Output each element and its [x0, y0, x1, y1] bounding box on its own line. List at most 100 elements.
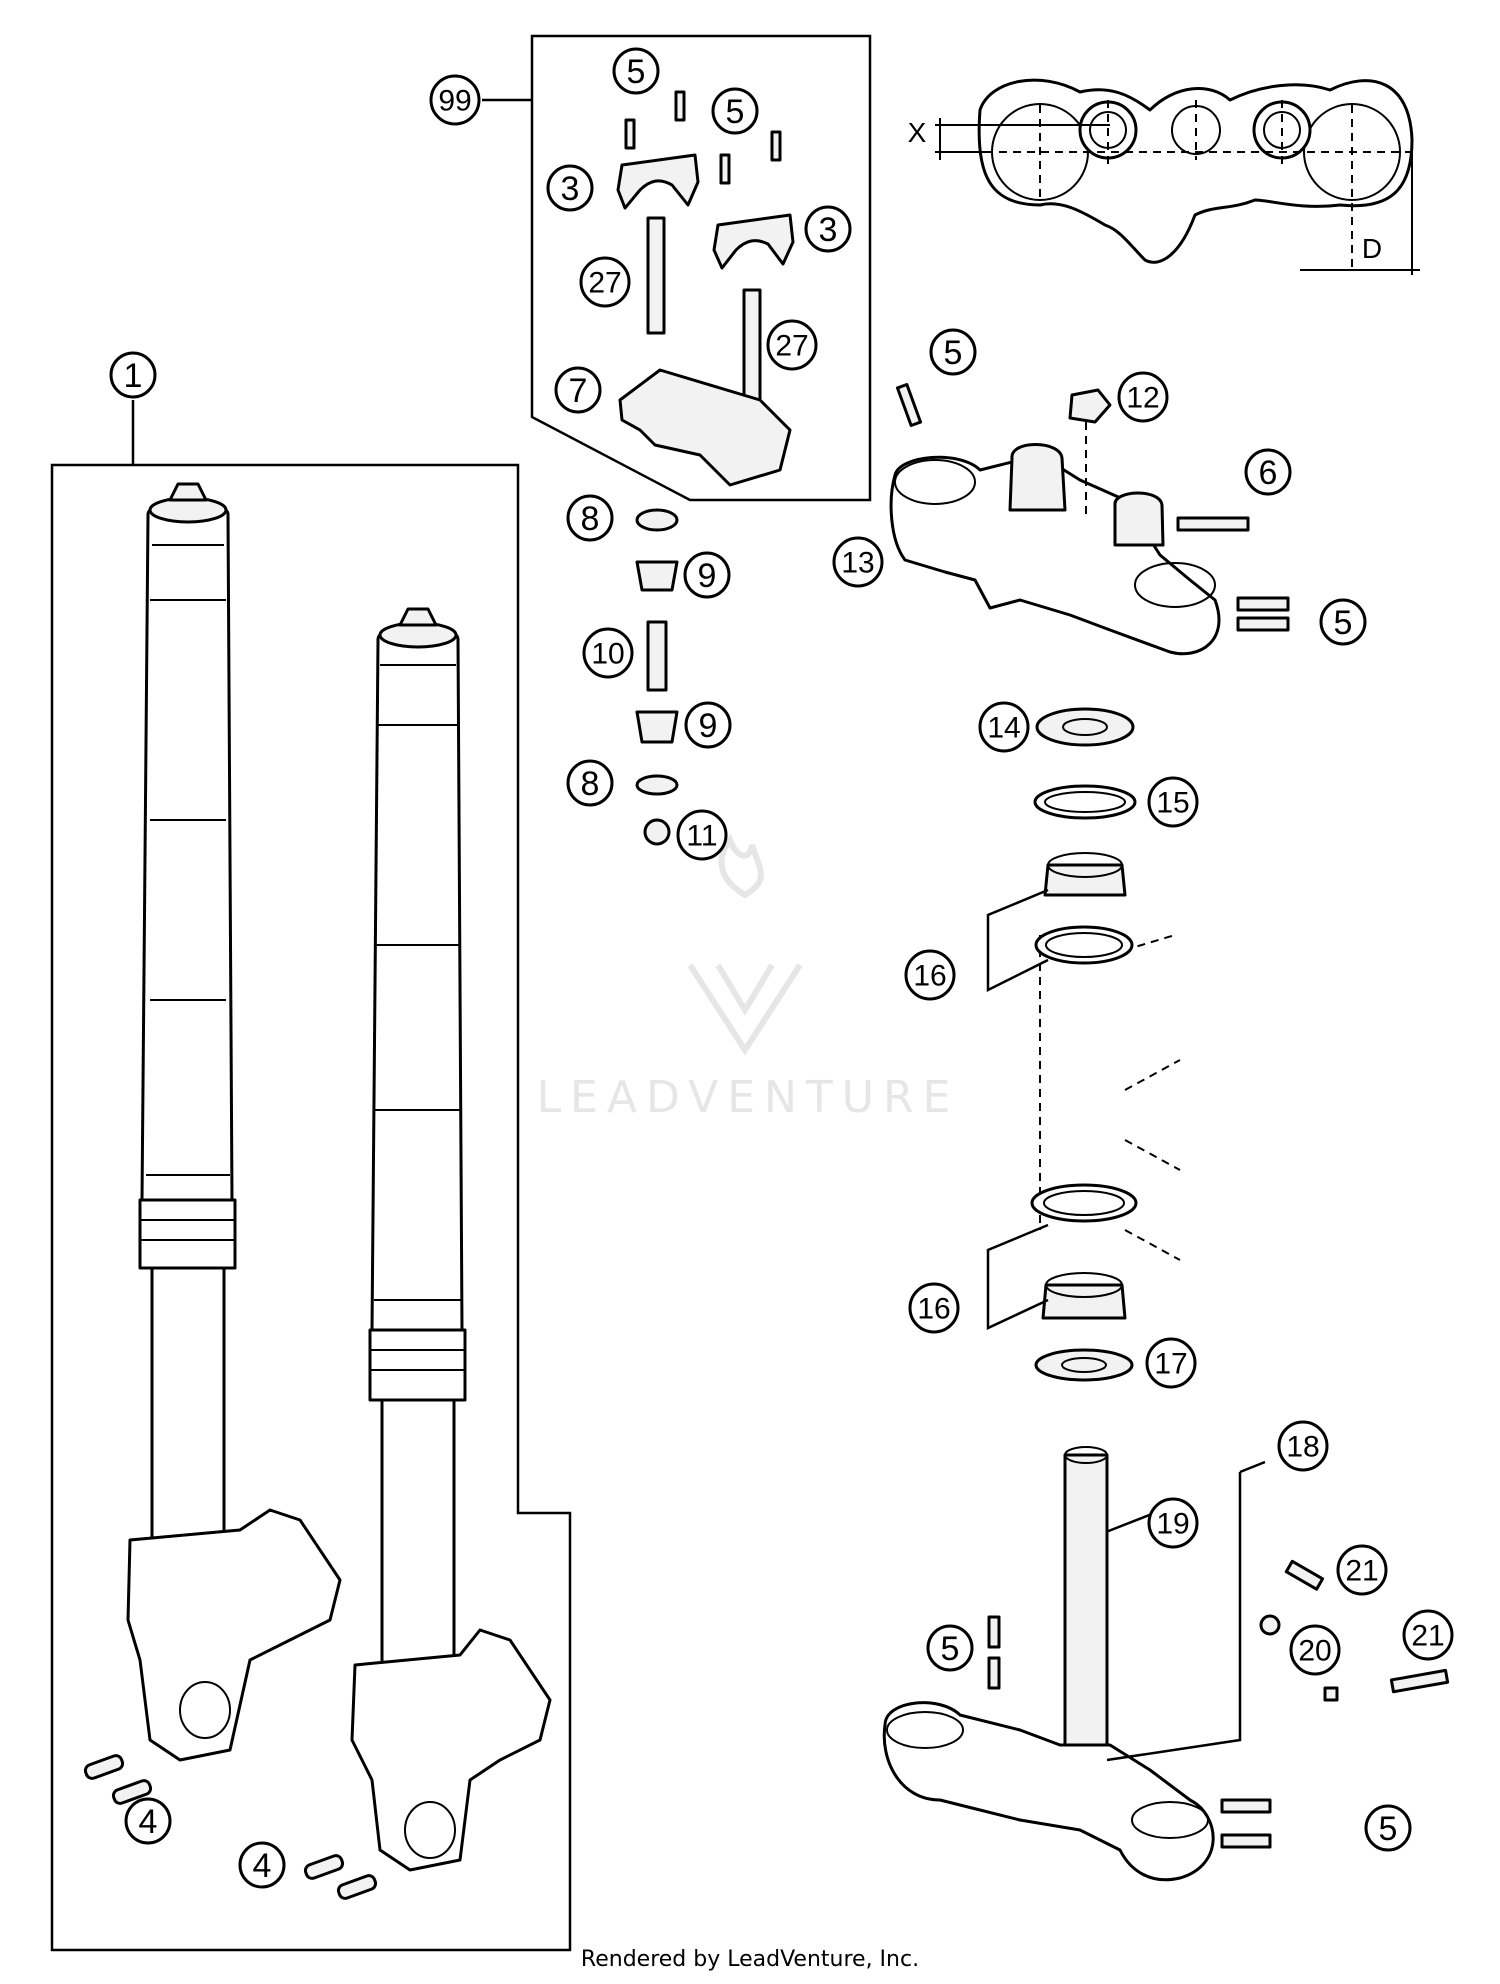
- callout-label: 17: [1154, 1348, 1187, 1381]
- callout-20: 20: [1289, 1624, 1341, 1676]
- callout-circle: [766, 319, 818, 371]
- callout-circle: [1117, 371, 1169, 423]
- top-clamp-dimension-drawing: X D: [908, 78, 1420, 275]
- callout-label: 6: [1259, 454, 1278, 492]
- callout-circle: [554, 366, 602, 414]
- callout-label: 5: [627, 53, 646, 91]
- callout-label: 5: [941, 1630, 960, 1668]
- callout-12: 12: [1117, 371, 1169, 423]
- callout-label: 99: [438, 85, 471, 118]
- callout-9: 9: [684, 701, 732, 749]
- callout-circle: [832, 536, 884, 588]
- callout-circle: [1244, 448, 1292, 496]
- callout-circle: [582, 627, 634, 679]
- callout-1: 1: [109, 351, 157, 399]
- callout-label: 19: [1156, 1508, 1189, 1541]
- callout-label: 3: [819, 211, 838, 249]
- callout-circle: [124, 1797, 172, 1845]
- steering-bearings: [986, 707, 1181, 1382]
- callout-3: 3: [546, 164, 594, 212]
- watermark-logo: [687, 833, 803, 1056]
- callout-3: 3: [804, 205, 852, 253]
- callout-label: 16: [913, 960, 946, 993]
- callout-circle: [904, 949, 956, 1001]
- callout-8: 8: [566, 759, 614, 807]
- callout-16: 16: [908, 1282, 960, 1334]
- callout-circle: [908, 1282, 960, 1334]
- callout-19: 19: [1147, 1497, 1199, 1549]
- callout-label: 5: [1334, 604, 1353, 642]
- callout-label: 15: [1156, 787, 1189, 820]
- callout-label: 21: [1345, 1555, 1378, 1588]
- watermark: LEADVENTURE: [537, 833, 960, 1123]
- callout-label: 11: [686, 820, 717, 853]
- callout-label: 9: [699, 707, 718, 745]
- callout-10: 10: [582, 627, 634, 679]
- callout-circle: [1147, 1497, 1199, 1549]
- callout-17: 17: [1145, 1337, 1197, 1389]
- callout-4: 4: [124, 1797, 172, 1845]
- callout-label: 9: [698, 557, 717, 595]
- callout-label: 5: [726, 93, 745, 131]
- callout-label: 4: [139, 1803, 158, 1841]
- callout-circle: [238, 1841, 286, 1889]
- callout-11: 11: [676, 809, 728, 861]
- callout-label: 7: [569, 372, 588, 410]
- callout-27: 27: [766, 319, 818, 371]
- callout-21: 21: [1402, 1609, 1454, 1661]
- fork-leg-right: [303, 607, 552, 1900]
- callout-5: 5: [1319, 598, 1367, 646]
- dimension-d-label: D: [1362, 233, 1382, 264]
- callout-circle: [1277, 1420, 1329, 1472]
- callout-5: 5: [1364, 1804, 1412, 1852]
- callout-circle: [711, 87, 759, 135]
- callout-label: 14: [987, 712, 1020, 745]
- callout-label: 21: [1411, 1620, 1444, 1653]
- callout-circle: [1289, 1624, 1341, 1676]
- upper-triple-clamp: [889, 382, 1290, 656]
- dimension-x-label: X: [908, 117, 927, 148]
- callout-9: 9: [683, 551, 731, 599]
- callout-circle: [929, 328, 977, 376]
- watermark-text: LEADVENTURE: [537, 1072, 960, 1123]
- callout-18: 18: [1277, 1420, 1329, 1472]
- callout-label: 10: [591, 638, 624, 671]
- footer-credit: Rendered by LeadVenture, Inc.: [581, 1947, 919, 1972]
- callout-circle: [676, 809, 728, 861]
- callout-circle: [926, 1624, 974, 1672]
- callout-5: 5: [926, 1624, 974, 1672]
- callout-label: 5: [944, 334, 963, 372]
- callout-label: 16: [917, 1293, 950, 1326]
- callout-label: 12: [1126, 382, 1159, 415]
- callout-label: 1: [124, 357, 143, 395]
- callout-circle: [546, 164, 594, 212]
- callout-circle: [804, 205, 852, 253]
- callout-5: 5: [612, 47, 660, 95]
- callout-label: 20: [1298, 1635, 1331, 1668]
- callout-circle: [429, 74, 481, 126]
- lower-triple-clamp: [882, 1446, 1450, 1882]
- callout-99: 99: [429, 74, 481, 126]
- callout-6: 6: [1244, 448, 1292, 496]
- callout-21: 21: [1336, 1544, 1388, 1596]
- fork-leg-left: [83, 482, 342, 1805]
- callout-circle: [612, 47, 660, 95]
- callout-circle: [683, 551, 731, 599]
- callout-circle: [1402, 1609, 1454, 1661]
- callout-label: 27: [775, 330, 808, 363]
- callout-circle: [1319, 598, 1367, 646]
- group-99-box: [482, 34, 872, 502]
- callout-label: 4: [253, 1847, 272, 1885]
- callout-5: 5: [711, 87, 759, 135]
- callout-27: 27: [579, 256, 631, 308]
- group-1-box: [50, 400, 572, 1952]
- small-parts-column: [635, 508, 679, 846]
- callout-8: 8: [566, 494, 614, 542]
- callout-label: 8: [581, 500, 600, 538]
- handlebar-clamp-parts: [616, 90, 795, 487]
- callout-15: 15: [1147, 776, 1199, 828]
- callout-label: 8: [581, 765, 600, 803]
- callout-circle: [566, 494, 614, 542]
